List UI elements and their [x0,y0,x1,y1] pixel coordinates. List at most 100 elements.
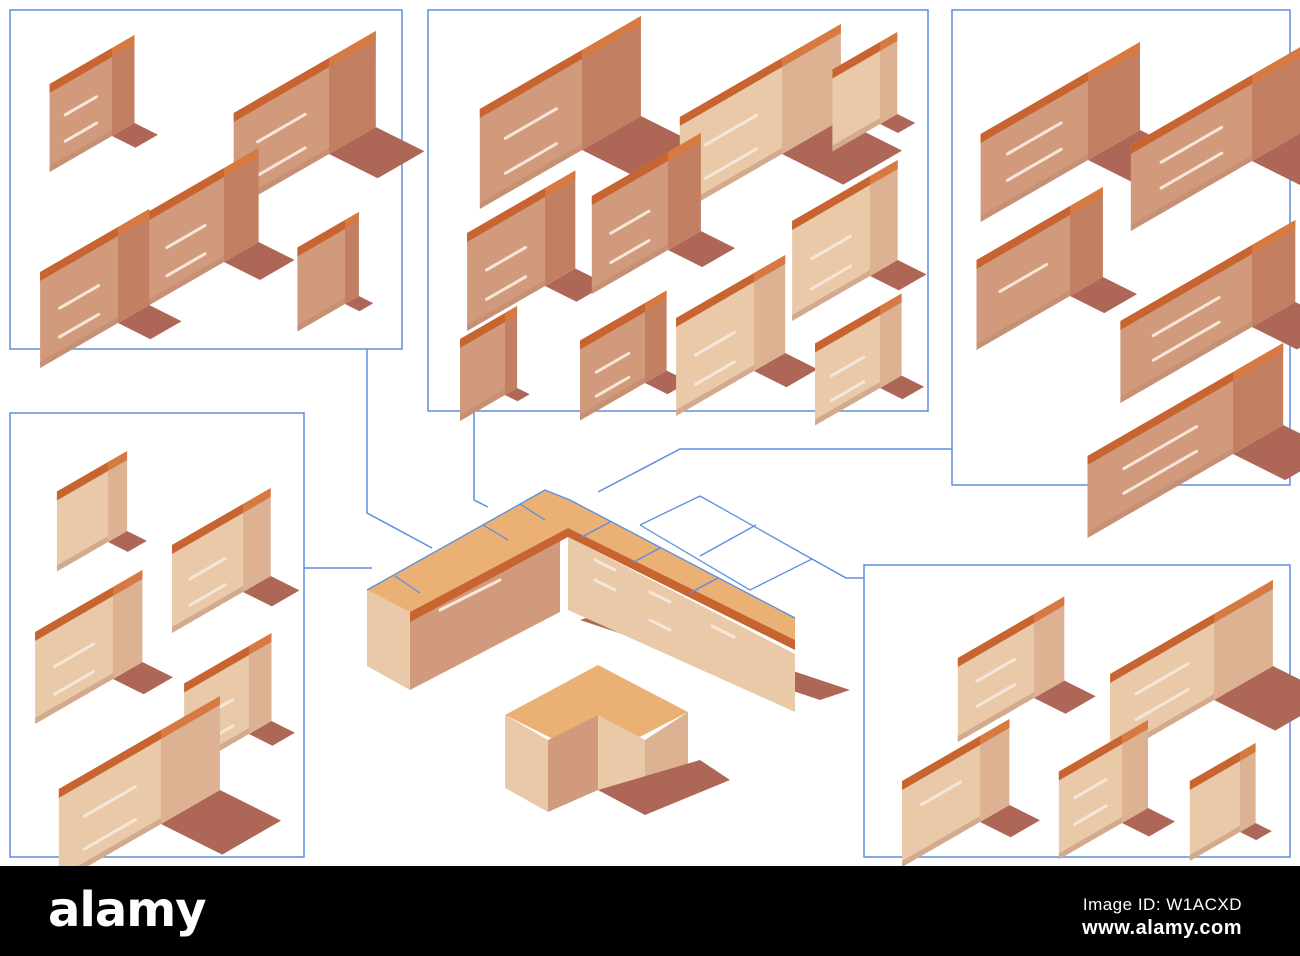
kitchen-cabinets-illustration [9,9,1300,866]
cabinet-plinth [479,144,582,209]
cabinet-plinth [147,256,224,306]
cabinet-top-edge-side [545,170,576,197]
drawer-handle [188,556,227,581]
kitchen-handle-5 [710,624,736,639]
drawer-handle [58,312,101,339]
cabinet-shadow [113,662,173,695]
cabinet-shadow [1240,823,1272,841]
cabinet-plinth [957,692,1034,742]
cabinet-top-edge-side [1214,580,1273,623]
cabinet-top-edge [980,72,1088,143]
drawer-handle [485,275,528,301]
corner-unit-top [505,665,688,760]
cabinet-top-edge-side [668,133,701,161]
cabinet-side [224,148,259,262]
cabinet-top-edge [40,227,118,281]
cabinet-top-edge-side [112,35,135,57]
cabinet-front [679,58,782,213]
cabinet-plinth [980,154,1088,222]
cabinet-plinth [35,673,113,724]
cabinet [147,148,295,306]
kitchen-handle-3 [648,590,672,604]
cabinet-side [345,212,359,304]
cabinet-shadow [545,268,607,302]
cabinet-plinth [1087,448,1233,538]
cabinet-top [792,160,898,221]
drawer-handle [165,224,207,250]
drawer-handle [1159,151,1224,190]
cabinet-top-edge [957,614,1034,667]
cabinet [815,293,925,426]
cabinet-top [56,451,128,492]
cabinet [792,160,927,321]
cabinet-top-edge-side [1252,220,1296,254]
segment-line-3 [519,503,546,521]
cabinet-top-edge [1110,614,1214,683]
cabinet [1120,220,1300,403]
cabinet-top-edge [1120,245,1252,330]
cabinet-side [980,719,1010,822]
cabinet-top-edge [147,168,224,221]
cabinet-shadow [329,127,425,179]
cabinet-side [880,293,902,388]
drawer-handle [594,375,631,398]
kitchen-counter-edge-right [568,528,795,650]
cabinet [35,570,173,724]
cabinet-top [184,633,272,684]
cabinet-shadow [505,388,530,402]
cabinet-top-edge-side [243,488,271,513]
kitchen-left-end [367,590,410,690]
cabinet-top [1189,743,1256,781]
drawer-handle [975,682,1017,708]
cabinet-top-edge [580,303,645,350]
cabinet-top [58,696,220,789]
cabinet-top-edge [1058,735,1122,781]
cabinet-shadow [118,305,182,340]
cabinet-plinth [832,118,880,152]
cabinet-plinth [1189,826,1240,861]
cabinet-plinth [1058,817,1122,860]
cabinet-side [754,255,786,371]
drawer-handle [1073,804,1108,826]
footer-bar: alamy Image ID: W1ACXD www.alamy.com [0,866,1300,956]
drawer-handle [256,146,307,177]
drawer-handle [609,209,651,235]
cabinet-shadow [880,114,916,133]
cabinet-top-edge [1087,372,1233,465]
cabinet-top-edge [1130,75,1252,154]
drawer-handle [810,264,853,291]
drawer-handle [829,380,866,403]
drawer-handle [53,642,96,669]
kitchen-handle-2 [593,578,617,592]
cabinet-top [479,16,641,109]
cabinet [957,596,1096,742]
cabinet [460,306,530,421]
cabinet-shadow [249,721,295,746]
drawer-handle [594,351,631,374]
cabinet [591,133,736,294]
cabinet-top-edge-side [754,255,786,282]
segment-line-6 [689,577,719,594]
cabinet-top-edge-side [161,696,220,739]
panel-frame-1 [9,9,403,350]
cabinet-front [58,730,161,866]
cabinet-top-edge [815,306,880,353]
cabinet-front [1120,245,1252,403]
cabinet [580,290,690,421]
cabinet-shadow [754,353,818,388]
cabinet-plinth [77,818,161,866]
cabinet-side [870,160,898,276]
kitchen-handle-1 [593,558,617,572]
drawer-handle [810,234,853,261]
counter-outline [366,489,796,619]
cabinet-top [976,187,1103,260]
cabinet-plinth [676,365,754,416]
cabinet-side [668,133,701,250]
cabinet-shadow [1252,133,1300,186]
cabinet-plinth [297,298,345,332]
corner-unit-end [505,715,548,812]
connector-line-2 [473,411,489,508]
drawer-handle [63,95,98,117]
cabinet [676,255,818,416]
cabinet [58,696,282,866]
